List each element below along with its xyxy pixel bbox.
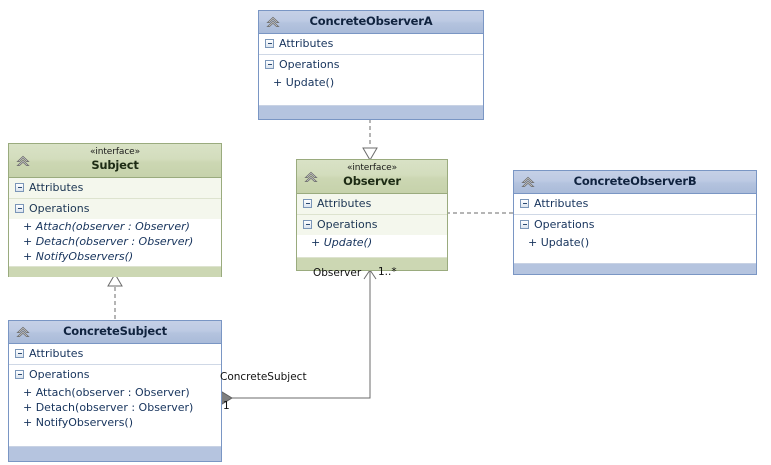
double-chevron-up-icon <box>265 14 281 30</box>
edge-label-concretesubject-role: ConcreteSubject <box>220 371 307 383</box>
compartment-label: Attributes <box>29 181 84 194</box>
minus-box-icon[interactable] <box>265 60 274 69</box>
uml-class-subject[interactable]: «interface» Subject Attributes Operation… <box>8 143 222 277</box>
compartment-operations-concretesubject[interactable]: Operations <box>9 365 221 385</box>
class-footer-concretesubject <box>9 446 221 461</box>
member-item: + Detach(observer : Observer) <box>23 401 194 414</box>
double-chevron-up-icon <box>303 169 319 185</box>
compartment-operations-subject[interactable]: Operations <box>9 199 221 219</box>
compartment-label: Attributes <box>317 197 372 210</box>
class-header-subject: «interface» Subject <box>9 144 221 178</box>
member-item: + Update() <box>528 236 590 249</box>
compartment-operations-observer[interactable]: Operations <box>297 215 447 235</box>
class-stereotype-observer: «interface» <box>346 163 398 173</box>
member-list-concreteobservera: + Update() <box>259 75 483 92</box>
member-list-observer: + Update() <box>297 235 447 252</box>
class-spacer <box>9 432 221 446</box>
member-item: + NotifyObservers() <box>23 250 134 263</box>
class-header-concreteobservera: ConcreteObserverA <box>259 11 483 34</box>
minus-box-icon[interactable] <box>265 39 274 48</box>
class-spacer <box>514 252 756 263</box>
uml-class-concretesubject[interactable]: ConcreteSubject Attributes Operations + … <box>8 320 222 462</box>
minus-box-icon[interactable] <box>303 199 312 208</box>
class-title-concretesubject: ConcreteSubject <box>63 324 167 338</box>
compartment-operations-concreteobservera[interactable]: Operations <box>259 55 483 75</box>
member-item: + Attach(observer : Observer) <box>23 386 190 399</box>
edge-label-observer-role: Observer <box>313 267 362 279</box>
class-title-concreteobserverb: ConcreteObserverB <box>573 174 697 188</box>
connector-concretesubject-observer-aggregation <box>211 269 377 405</box>
uml-class-concreteobservera[interactable]: ConcreteObserverA Attributes Operations … <box>258 10 484 120</box>
compartment-label: Operations <box>29 202 90 215</box>
connector-concreteobservera-observer <box>362 119 378 161</box>
minus-box-icon[interactable] <box>15 183 24 192</box>
double-chevron-up-icon <box>15 324 31 340</box>
compartment-operations-concreteobserverb[interactable]: Operations <box>514 215 756 235</box>
uml-class-observer[interactable]: «interface» Observer Attributes Operatio… <box>296 159 448 271</box>
compartment-label: Operations <box>279 58 340 71</box>
compartment-label: Operations <box>29 368 90 381</box>
compartment-attributes-concreteobservera[interactable]: Attributes <box>259 34 483 55</box>
class-footer-observer <box>297 257 447 270</box>
class-footer-subject <box>9 266 221 277</box>
class-footer-concreteobserverb <box>514 262 756 274</box>
compartment-label: Attributes <box>29 347 84 360</box>
uml-class-concreteobserverb[interactable]: ConcreteObserverB Attributes Operations … <box>513 170 757 275</box>
compartment-attributes-observer[interactable]: Attributes <box>297 194 447 215</box>
compartment-attributes-concretesubject[interactable]: Attributes <box>9 344 221 365</box>
member-item: + Update() <box>311 236 373 249</box>
minus-box-icon[interactable] <box>520 220 529 229</box>
minus-box-icon[interactable] <box>303 220 312 229</box>
member-list-subject: + Attach(observer : Observer) + Detach(o… <box>9 219 221 266</box>
member-item: + NotifyObservers() <box>23 416 134 429</box>
double-chevron-up-icon <box>15 153 31 169</box>
compartment-label: Operations <box>317 218 378 231</box>
double-chevron-up-icon <box>520 174 536 190</box>
minus-box-icon[interactable] <box>15 204 24 213</box>
minus-box-icon[interactable] <box>15 370 24 379</box>
minus-box-icon[interactable] <box>520 199 529 208</box>
minus-box-icon[interactable] <box>15 349 24 358</box>
class-stereotype-subject: «interface» <box>89 147 141 157</box>
member-list-concreteobserverb: + Update() <box>514 235 756 252</box>
connector-concretesubject-subject <box>107 273 123 319</box>
compartment-attributes-concreteobserverb[interactable]: Attributes <box>514 194 756 215</box>
edge-label-concretesubject-multiplicity: 1 <box>223 400 230 412</box>
class-title-concreteobservera: ConcreteObserverA <box>309 14 433 28</box>
class-spacer <box>259 92 483 105</box>
compartment-attributes-subject[interactable]: Attributes <box>9 178 221 199</box>
class-title-observer: Observer <box>343 174 401 188</box>
compartment-label: Attributes <box>279 37 334 50</box>
class-header-concreteobserverb: ConcreteObserverB <box>514 171 756 194</box>
class-header-observer: «interface» Observer <box>297 160 447 194</box>
member-item: + Detach(observer : Observer) <box>23 235 194 248</box>
compartment-label: Attributes <box>534 197 589 210</box>
member-item: + Attach(observer : Observer) <box>23 220 190 233</box>
member-list-concretesubject: + Attach(observer : Observer) + Detach(o… <box>9 385 221 432</box>
compartment-label: Operations <box>534 218 595 231</box>
class-spacer <box>297 252 447 257</box>
class-title-subject: Subject <box>91 158 139 172</box>
edge-label-observer-multiplicity: 1..* <box>378 266 397 278</box>
class-header-concretesubject: ConcreteSubject <box>9 321 221 344</box>
member-item: + Update() <box>273 76 335 89</box>
class-footer-concreteobservera <box>259 105 483 119</box>
